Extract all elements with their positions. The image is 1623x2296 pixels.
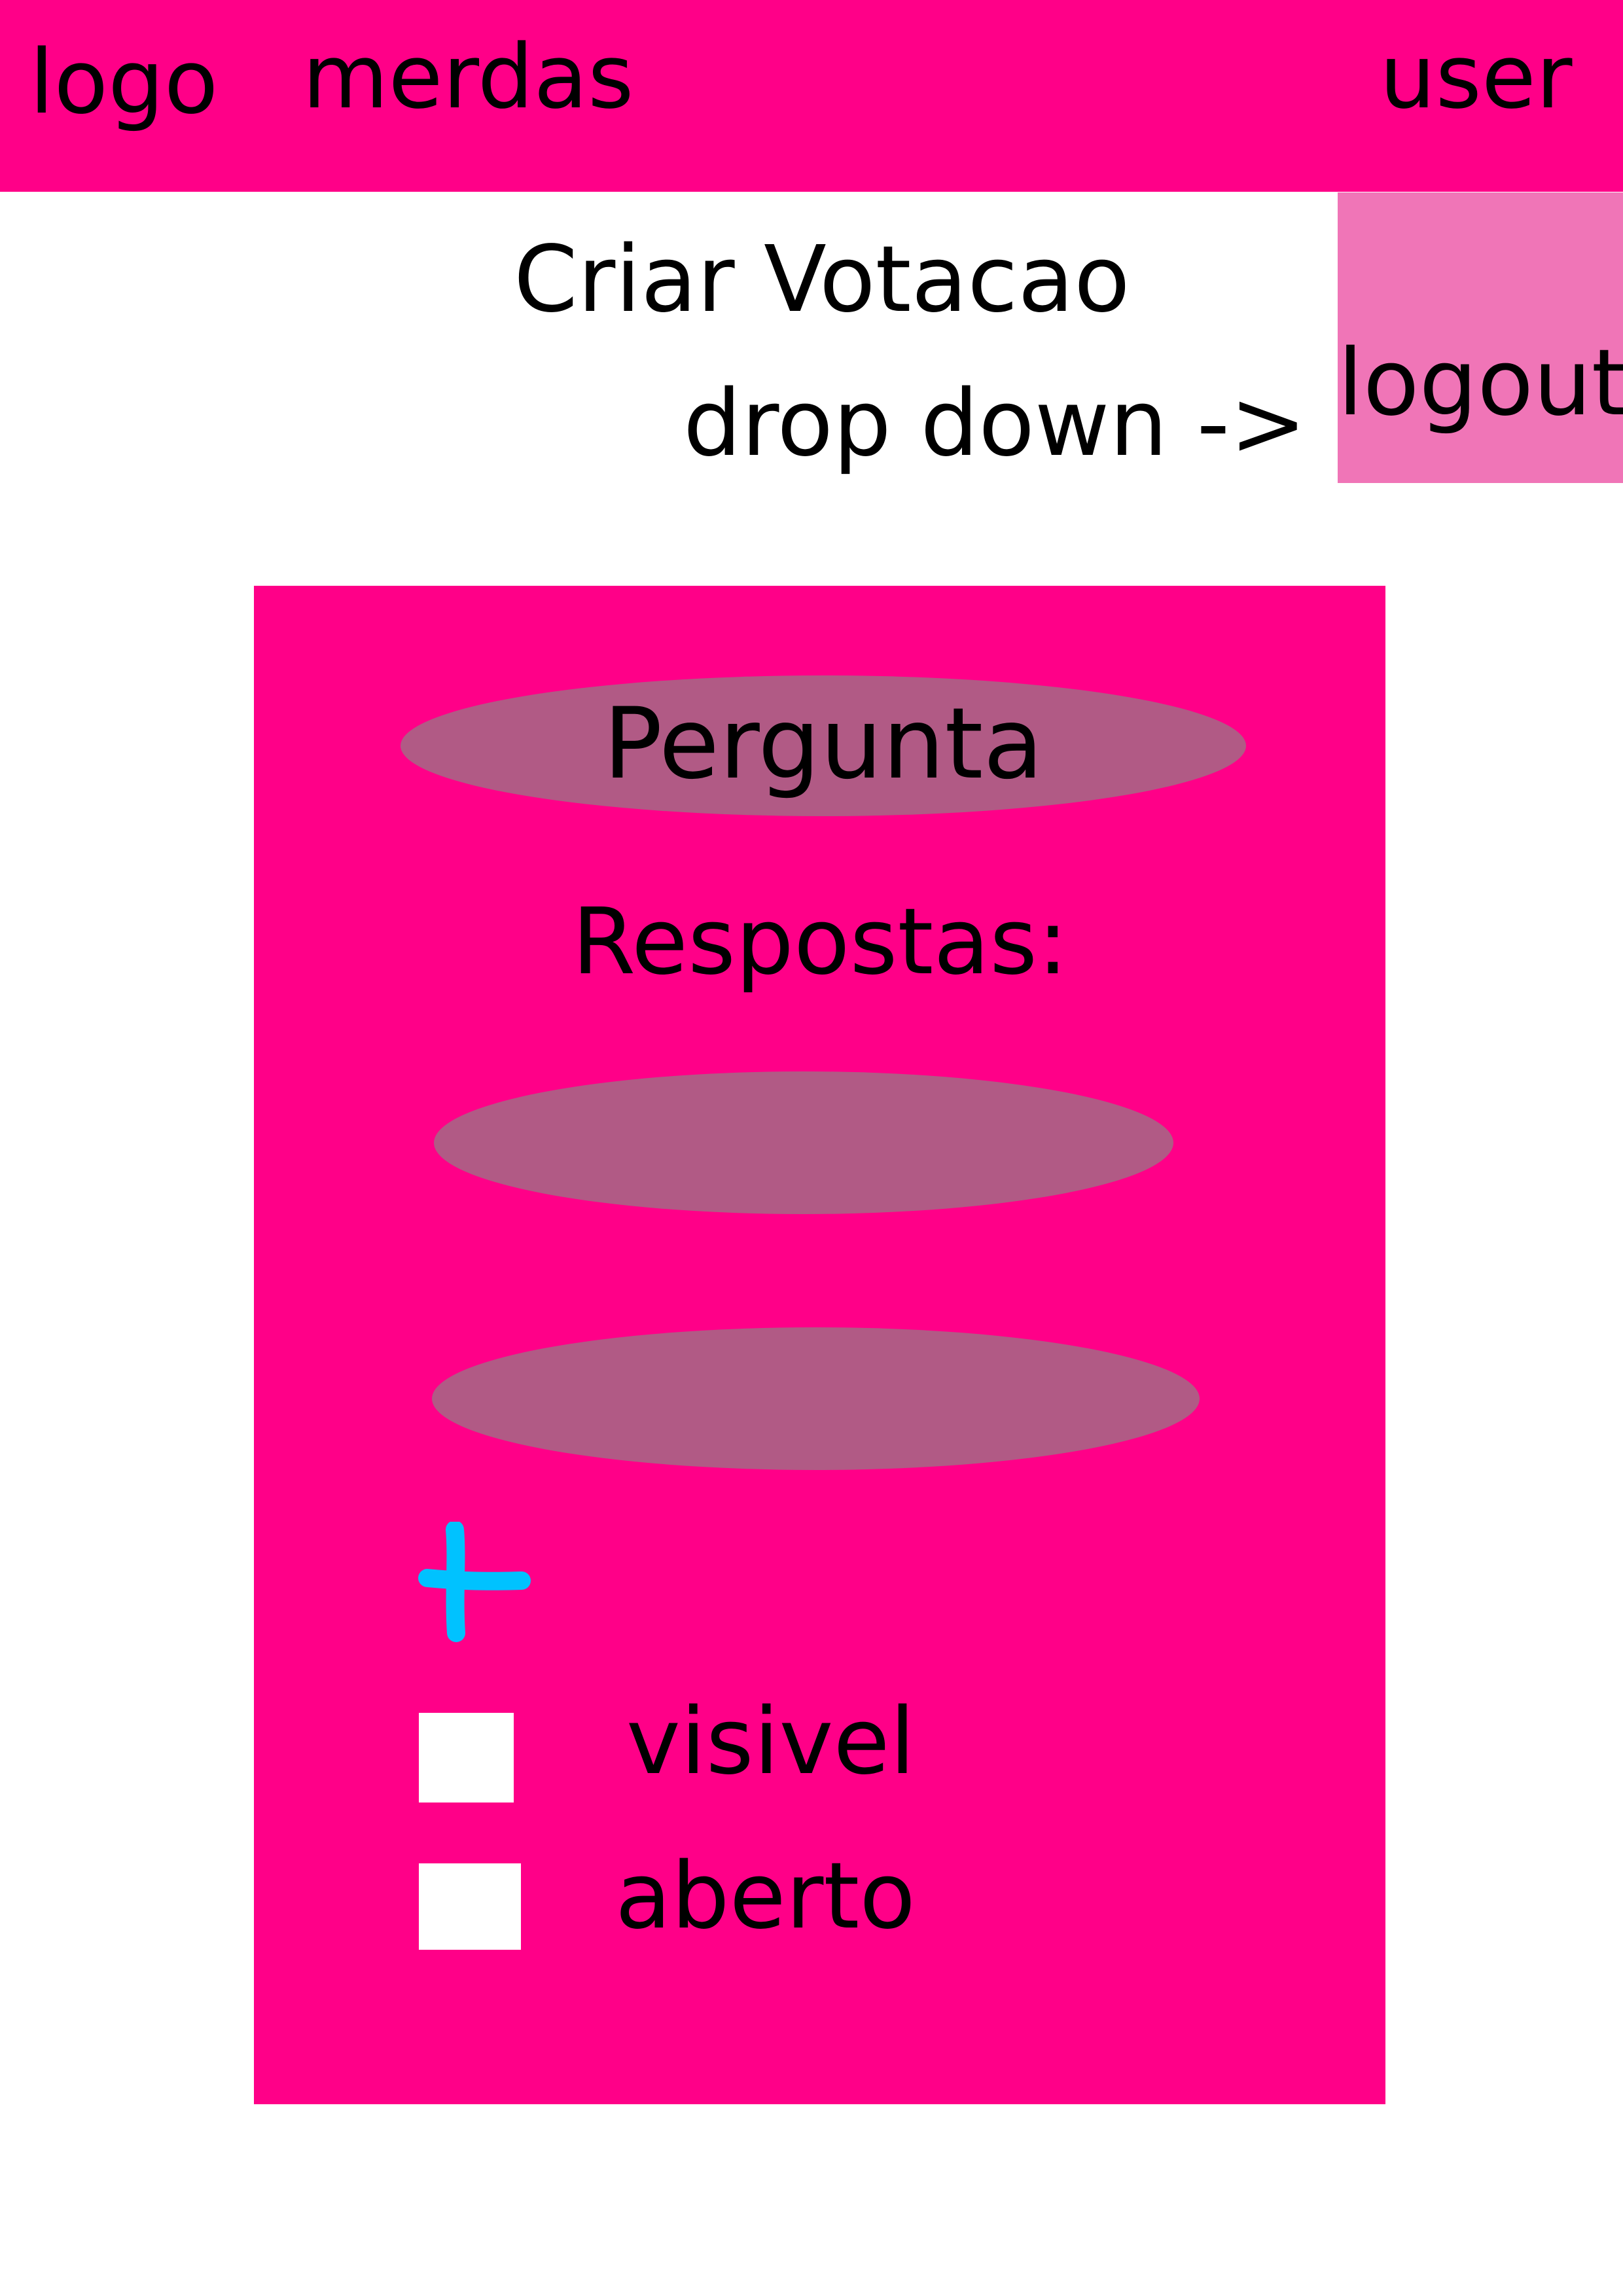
answer-input-1[interactable]: [434, 1071, 1173, 1214]
add-answer-button[interactable]: [416, 1520, 533, 1646]
answer-input-2[interactable]: [432, 1327, 1200, 1470]
user-dropdown: logout: [1338, 192, 1623, 483]
nav-item-merdas[interactable]: merdas: [302, 26, 634, 128]
user-menu-button[interactable]: user: [1380, 26, 1573, 128]
page-title: Criar Votacao: [514, 226, 1130, 333]
open-label: aberto: [615, 1843, 916, 1950]
top-bar: [0, 0, 1623, 192]
open-checkbox[interactable]: [419, 1863, 521, 1950]
visible-label: visivel: [626, 1689, 916, 1795]
question-placeholder: Pergunta: [603, 687, 1044, 801]
logo[interactable]: logo: [29, 31, 219, 134]
question-input[interactable]: [401, 675, 1246, 816]
logout-button[interactable]: logout: [1338, 330, 1623, 437]
dropdown-hint: drop down ->: [683, 370, 1307, 477]
visible-checkbox[interactable]: [419, 1713, 514, 1803]
plus-icon: [418, 1520, 531, 1642]
answers-label: Respostas:: [572, 889, 1069, 996]
